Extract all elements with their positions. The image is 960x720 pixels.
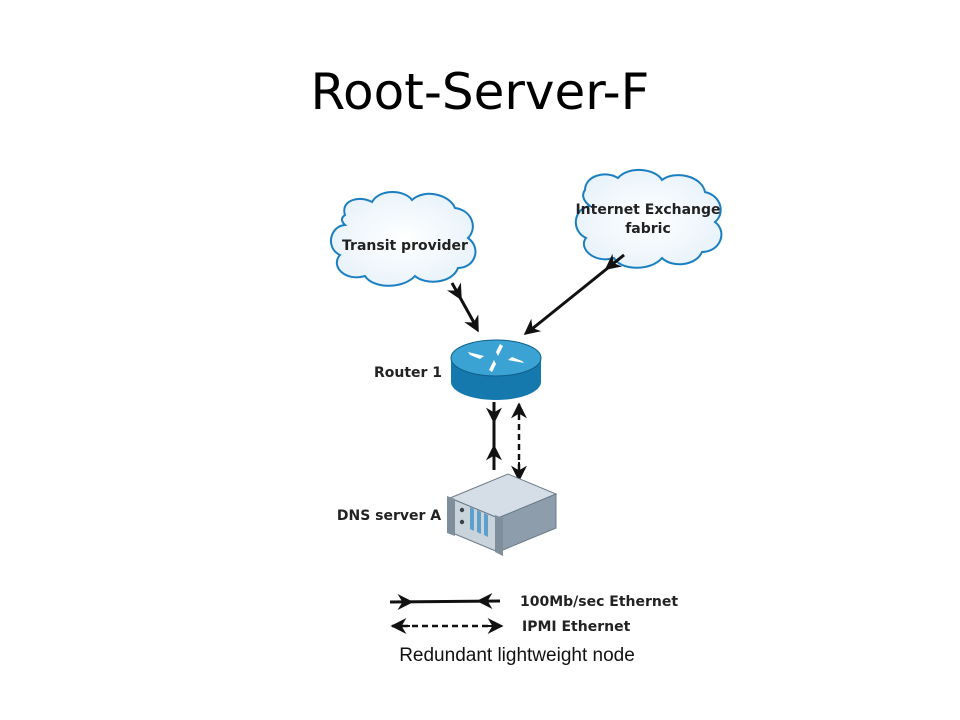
link-ix-router (523, 253, 625, 335)
ix-label-line2: fabric (625, 221, 671, 237)
server-icon (447, 473, 558, 556)
legend-ethernet-label: 100Mb/sec Ethernet (520, 594, 678, 610)
transit-provider-cloud: Transit provider (330, 191, 477, 287)
slide-title: Root-Server-F (310, 63, 650, 121)
transit-provider-label: Transit provider (342, 238, 468, 254)
legend-ethernet-line (389, 593, 501, 610)
internet-exchange-cloud: Internet Exchange fabric (575, 169, 723, 269)
legend-ipmi-label: IPMI Ethernet (522, 619, 631, 635)
legend: 100Mb/sec Ethernet IPMI Ethernet (389, 593, 678, 635)
router-icon (450, 339, 542, 400)
ix-label-line1: Internet Exchange (575, 202, 720, 218)
link-transit-router (446, 282, 479, 333)
router-label: Router 1 (374, 365, 442, 381)
diagram-caption: Redundant lightweight node (399, 645, 635, 666)
server-label: DNS server A (337, 508, 441, 524)
